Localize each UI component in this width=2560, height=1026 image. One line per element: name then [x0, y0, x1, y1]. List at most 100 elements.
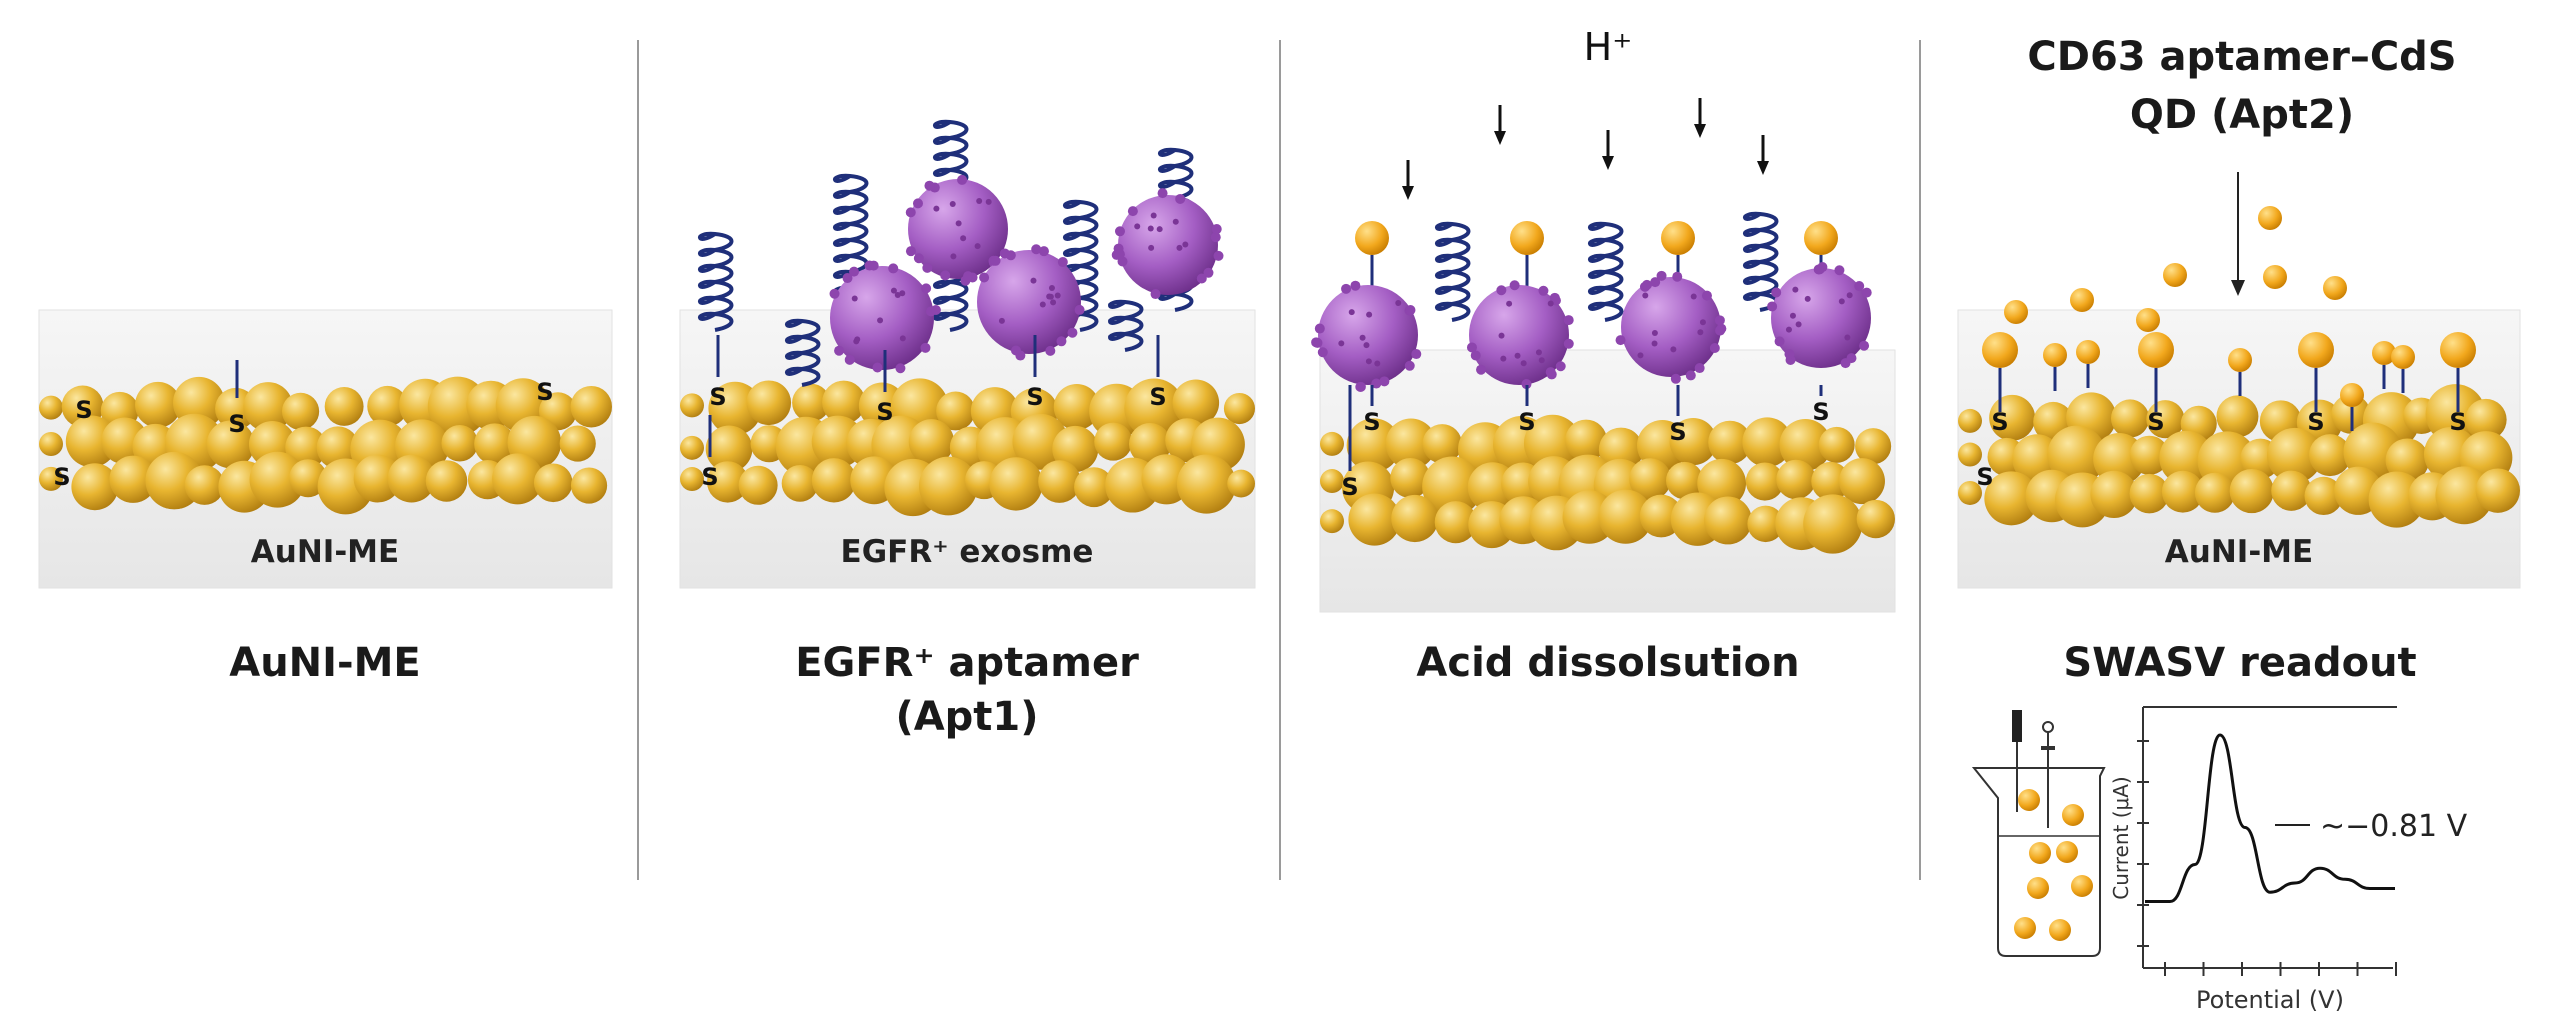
caption-step-2-line1: EGFR⁺ aptamer — [795, 640, 1139, 686]
exosome-dot — [1785, 326, 1792, 333]
exosome-protein — [1314, 323, 1325, 334]
gold-nanoparticle — [39, 395, 63, 420]
exosome-protein — [872, 362, 883, 373]
gold-nanoisland-layer — [680, 378, 1256, 517]
exosome — [1771, 268, 1871, 368]
cds-quantum-dot — [2163, 263, 2187, 287]
exosome-dot — [1348, 309, 1355, 316]
x-axis-label: Potential (V) — [2196, 986, 2344, 1014]
gold-nanoparticle — [39, 466, 63, 491]
exosome-protein — [1031, 244, 1042, 255]
exosome-protein — [1476, 364, 1487, 375]
exosome-dot — [1547, 300, 1554, 307]
exosome-protein — [1670, 373, 1681, 384]
exosome-dot — [985, 198, 992, 205]
exosome-protein — [1405, 305, 1416, 316]
gold-nanoparticle — [680, 467, 704, 492]
electrode-label: EGFR⁺ exosme — [841, 534, 1094, 570]
gold-nanoparticle — [533, 463, 573, 503]
exosome-protein — [1813, 264, 1824, 275]
gold-nanoparticle — [281, 392, 320, 430]
exosome-dot — [1176, 244, 1183, 251]
exosome-protein — [1196, 273, 1207, 284]
exosome-protein — [1114, 226, 1125, 237]
cds-quantum-dot — [2043, 343, 2067, 367]
exosome-protein — [1355, 381, 1366, 392]
electrode-label: AuNI-ME — [2165, 534, 2313, 570]
gold-nanoparticle — [1839, 458, 1885, 505]
swasv-curve — [2145, 733, 2395, 903]
exosome-protein — [842, 273, 853, 284]
gold-nanoparticle — [2129, 473, 2170, 514]
gold-nanoparticle — [243, 382, 293, 432]
exosome-protein — [1317, 347, 1328, 358]
gold-nanoparticle — [2129, 435, 2169, 475]
gold-nanoparticle — [1779, 418, 1832, 471]
thiol-label: S — [2449, 408, 2466, 436]
gold-nanoparticle — [570, 385, 612, 428]
exosome-protein — [1404, 360, 1415, 371]
exosome — [977, 250, 1081, 354]
gold-nanoparticle — [1176, 454, 1236, 514]
exosome-protein — [940, 270, 951, 281]
gold-nanoparticle — [2090, 470, 2138, 519]
exosome-dot — [1670, 346, 1677, 353]
gold-nanoparticle — [1422, 424, 1462, 464]
qd-probe-label-line2: QD (Apt2) — [2130, 92, 2354, 138]
exosome-protein — [990, 255, 1001, 266]
exosome-dot — [1148, 244, 1155, 251]
exosome-dot — [974, 243, 981, 250]
gold-nanoparticle — [559, 425, 596, 462]
gold-nanoparticle — [1856, 499, 1895, 539]
exosome-dot — [1048, 284, 1055, 291]
gold-nanoparticle — [1958, 442, 1982, 467]
gold-nanoparticle — [1523, 414, 1582, 473]
gold-nanoparticle — [1320, 431, 1344, 456]
exosome-protein — [1210, 232, 1221, 243]
aptamer-helix — [1063, 199, 1099, 332]
caption-step-1: AuNI-ME — [229, 640, 421, 686]
qd-probe-label-line1: CD63 aptamer–CdS — [2027, 34, 2456, 80]
thiol-label: S — [2147, 408, 2164, 436]
cds-quantum-dot — [2340, 383, 2364, 407]
gold-nanoparticle — [792, 383, 831, 422]
exosome-protein — [1411, 349, 1422, 360]
cds-quantum-dot — [2228, 348, 2252, 372]
exosome-protein — [1685, 370, 1696, 381]
gold-nanoparticle — [1074, 467, 1114, 508]
gold-nanoparticle — [705, 425, 753, 473]
gold-nanoparticle — [474, 423, 516, 465]
exosome-dot — [949, 200, 956, 207]
cds-quantum-dot — [2004, 300, 2028, 324]
aptamer-helix — [698, 231, 734, 332]
exosome-dot — [1395, 300, 1402, 307]
exosome-protein — [905, 207, 916, 218]
gold-nanoisland-layer — [1320, 414, 1895, 554]
gold-nanoparticle — [1390, 458, 1431, 499]
exosome-protein — [1213, 250, 1224, 261]
thiol-label: S — [75, 396, 92, 424]
gold-nanoparticle — [570, 467, 608, 504]
exosome-protein — [1834, 265, 1845, 276]
gold-nanoparticle — [425, 460, 468, 502]
gold-nanoparticle — [285, 426, 327, 469]
exosome-dot — [950, 253, 957, 260]
exosome-dot — [1514, 352, 1521, 359]
exosome-protein — [1470, 350, 1481, 361]
gold-nanoparticle — [989, 457, 1043, 511]
exosome-dot — [1846, 292, 1853, 299]
exosome-dot — [1374, 360, 1381, 367]
gold-nanoparticle — [1598, 489, 1653, 544]
exosome-protein — [979, 272, 990, 283]
y-axis-label: Current (μA) — [2109, 776, 2133, 900]
cds-quantum-dot — [2062, 804, 2084, 826]
exosome-dot — [1182, 241, 1189, 248]
exosome-dot — [1172, 218, 1179, 225]
gold-nanoparticle — [1223, 392, 1256, 425]
thiol-label: S — [709, 383, 726, 411]
exosome-protein — [913, 253, 924, 264]
exosome-protein — [1563, 338, 1574, 349]
gold-nanoparticle — [1129, 423, 1172, 466]
gold-nanoparticle — [1818, 426, 1855, 463]
